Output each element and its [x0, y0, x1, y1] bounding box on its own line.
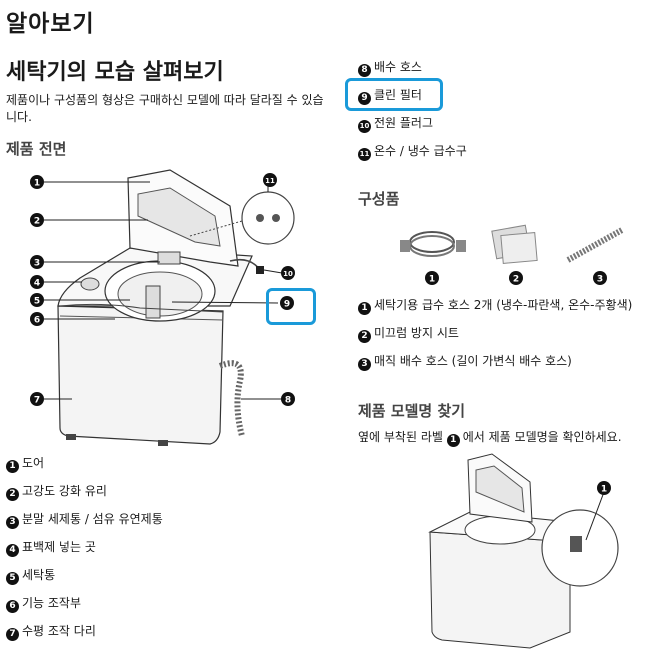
callout-5: 5	[30, 293, 44, 307]
svg-text:8: 8	[285, 396, 291, 406]
model-callout-1: 1	[597, 481, 611, 495]
intro-text: 제품이나 구성품의 형상은 구매하신 모델에 따라 달라질 수 있습니다.	[6, 93, 324, 124]
clean-filter-highlight	[345, 78, 443, 111]
components-illustration: 1 2 3	[400, 224, 624, 285]
page-heading: 알아보기	[6, 11, 95, 37]
section-title: 세탁기의 모습 살펴보기	[6, 60, 224, 85]
component-callout-1: 1	[425, 271, 439, 285]
drain-hose-icon	[566, 227, 624, 263]
filter-highlight-box	[266, 288, 316, 325]
callout-8: 8	[281, 392, 295, 406]
svg-text:4: 4	[34, 279, 40, 289]
anti-slip-sheet-icon	[491, 224, 538, 264]
svg-text:11: 11	[265, 177, 275, 185]
callout-9: 9	[280, 296, 294, 310]
svg-text:2: 2	[513, 275, 519, 285]
model-name-title: 제품 모델명 찾기	[358, 402, 466, 420]
component-callout-3: 3	[593, 271, 607, 285]
front-view-title: 제품 전면	[6, 140, 67, 158]
callout-1: 1	[30, 175, 44, 189]
washer-front-illustration: 1 2 3 4 5 6 7 8 9 10 11	[30, 169, 295, 446]
components-title: 구성품	[358, 190, 400, 208]
svg-text:3: 3	[597, 275, 603, 285]
callout-7: 7	[30, 392, 44, 406]
callout-2: 2	[30, 213, 44, 227]
svg-text:7: 7	[34, 396, 40, 406]
callout-10: 10	[281, 266, 295, 280]
water-hose-icon	[400, 231, 466, 257]
svg-text:1: 1	[429, 275, 435, 285]
svg-text:10: 10	[283, 270, 293, 278]
svg-text:9: 9	[284, 300, 290, 310]
component-callout-2: 2	[509, 271, 523, 285]
callout-6: 6	[30, 312, 44, 326]
svg-text:6: 6	[34, 316, 40, 326]
callout-11: 11	[263, 173, 277, 187]
svg-text:5: 5	[34, 297, 40, 307]
svg-text:3: 3	[34, 259, 40, 269]
svg-text:1: 1	[601, 485, 607, 495]
callout-3: 3	[30, 255, 44, 269]
model-label-illustration: 1	[428, 453, 619, 649]
svg-text:2: 2	[34, 217, 40, 227]
callout-4: 4	[30, 275, 44, 289]
svg-text:1: 1	[34, 179, 40, 189]
